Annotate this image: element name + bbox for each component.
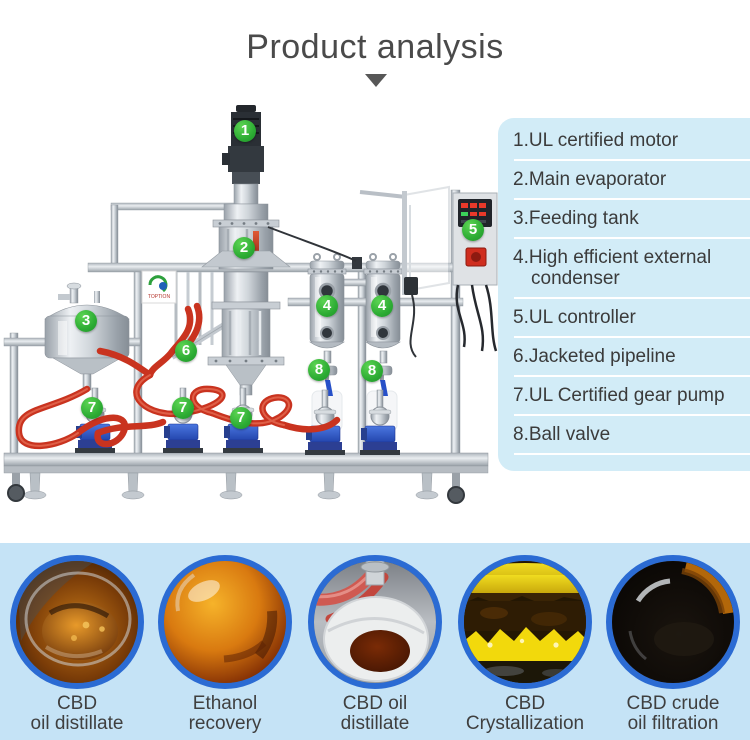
machine-badge-7a: 7 [81,397,103,419]
brand-logo-text: TOPTION [148,294,171,300]
machine-badge-2: 2 [233,237,255,259]
product-label-1: CBD oil distillate [30,693,124,734]
product-label-5: CBD crude oil filtration [626,693,720,734]
product-label-3: CBD oil distillate [340,693,410,734]
machine-badge-6: 6 [175,340,197,362]
part-item-3: 3.Feeding tank [513,200,750,239]
title-arrow-icon [365,74,387,87]
part-item-6: 6.Jacketed pipeline [513,338,750,377]
machine-badge-7b: 7 [172,397,194,419]
product-label-2: Ethanol recovery [188,693,262,734]
machine-badge-8b: 8 [361,360,383,382]
part-item-4: 4.High efficient external condenser [513,239,750,299]
machine-badge-8a: 8 [308,359,330,381]
product-photo-cbd-oil-distillate [10,555,144,689]
machine-badge-4a: 4 [316,295,338,317]
parts-list: 1.UL certified motor 2.Main evaporator 3… [498,122,750,455]
machine-badge-7c: 7 [230,407,252,429]
product-photo-cbd-crude-oil-filtration [606,555,740,689]
product-photo-ethanol-recovery [158,555,292,689]
part-item-1: 1.UL certified motor [513,122,750,161]
part-item-5: 5.UL controller [513,299,750,338]
machine-badge-3: 3 [75,310,97,332]
product-photo-cbd-crystallization [458,555,592,689]
machine-badge-4b: 4 [371,295,393,317]
product-photo-cbd-oil-distillate-2 [308,555,442,689]
product-label-4: CBD Crystallization [465,693,585,734]
part-item-2: 2.Main evaporator [513,161,750,200]
part-item-8: 8.Ball valve [513,416,750,455]
part-item-7: 7.UL Certified gear pump [513,377,750,416]
machine-badge-5: 5 [462,219,484,241]
page-title: Product analysis [246,28,504,66]
machine-badge-1: 1 [234,120,256,142]
parts-list-panel: 1.UL certified motor 2.Main evaporator 3… [498,118,750,471]
